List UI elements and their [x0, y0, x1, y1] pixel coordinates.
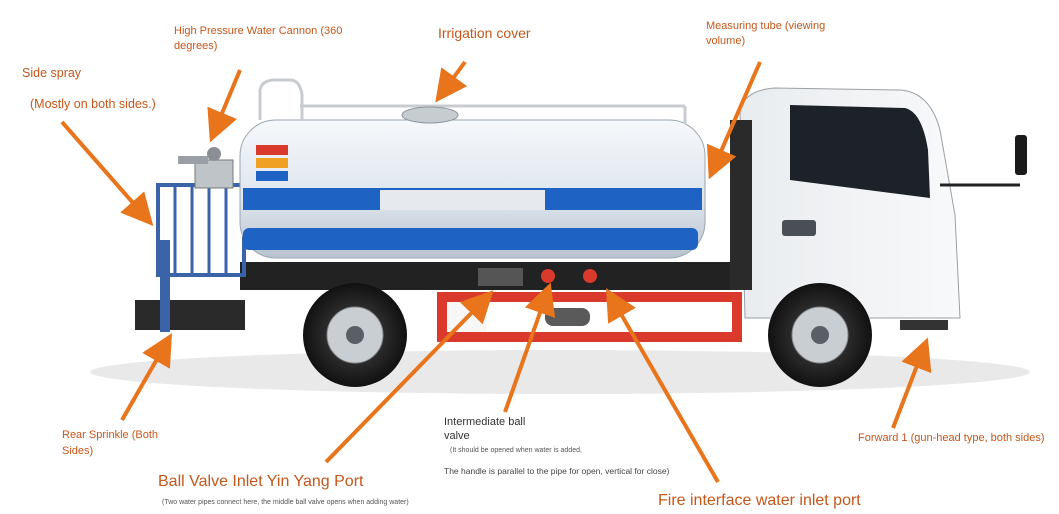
irrigation-cover-label: Irrigation cover — [438, 25, 531, 41]
arrow-icon — [891, 337, 932, 429]
truck-cab — [730, 87, 1027, 330]
ball-valve-note: (Two water pipes connect here, the middl… — [162, 499, 409, 506]
front-wheel — [768, 283, 872, 387]
water-tank — [239, 78, 706, 259]
arrow-icon — [605, 288, 720, 484]
ball-valve-label: Ball Valve Inlet Yin Yang Port — [158, 473, 364, 490]
cannon-label-line2: degrees) — [174, 40, 218, 52]
intermediate-valve-note: (It should be opened when water is added… — [450, 447, 582, 454]
side-spray-label: Side spray — [22, 66, 82, 80]
measuring-tube-label-line2: volume) — [706, 35, 746, 47]
arrow-icon — [435, 60, 468, 103]
arrow-icon — [324, 290, 494, 464]
arrow-icon — [120, 333, 172, 421]
intermediate-valve-label-line1: Intermediate ball — [444, 416, 526, 428]
arrow-icon — [706, 61, 762, 180]
arrow-icon — [503, 282, 556, 413]
handle-note: The handle is parallel to the pipe for o… — [444, 466, 670, 476]
water-cannon — [178, 147, 234, 189]
rear-wheel — [303, 283, 407, 387]
cannon-label-line1: High Pressure Water Cannon (360 — [174, 25, 343, 37]
intermediate-valve-label-line2: valve — [444, 430, 470, 442]
arrow-icon — [207, 69, 242, 143]
rear-rack — [135, 183, 246, 332]
side-guard — [437, 268, 742, 342]
side-spray-sub-label: (Mostly on both sides.) — [30, 97, 156, 111]
measuring-tube-label-line1: Measuring tube (viewing — [706, 20, 826, 32]
ground-shadow — [90, 350, 1030, 394]
rear-sprinkle-label-line2: Sides) — [62, 445, 94, 457]
arrow-icon — [60, 120, 154, 227]
fire-interface-label: Fire interface water inlet port — [658, 492, 861, 509]
rear-sprinkle-label-line1: Rear Sprinkle (Both — [62, 429, 158, 441]
forward-nozzle-label: Forward 1 (gun-head type, both sides) — [858, 432, 1045, 444]
